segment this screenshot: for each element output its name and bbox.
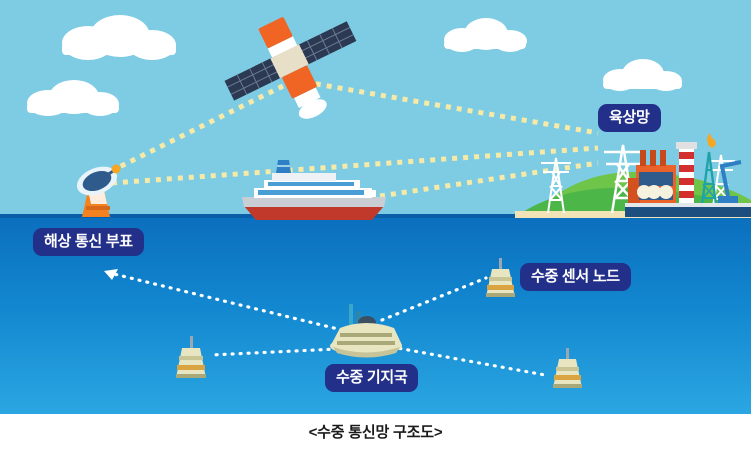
label-underwater-base-station: 수중 기지국 <box>325 364 419 392</box>
satellite-body-bottom-white <box>294 87 321 108</box>
water-link-bs-to-sensor-right-top <box>380 276 488 322</box>
satellite-body-center <box>270 44 309 79</box>
satellite-body-mid-white <box>267 36 298 58</box>
water-link-bs-to-buoy <box>108 271 344 332</box>
waterline <box>0 214 751 218</box>
ship-deck-windows <box>258 190 368 195</box>
water-link-group <box>108 271 547 377</box>
air-link-satellite-to-land <box>304 79 599 136</box>
maritime-communication-buoy-icon <box>76 164 121 217</box>
smokestack-icon <box>676 142 697 212</box>
bs-antenna-1 <box>349 304 353 328</box>
underwater-sensor-node-icon-1 <box>176 336 206 378</box>
ship-hull-upper <box>242 197 386 207</box>
ship-hull <box>244 206 384 220</box>
coastal-industrial-area <box>515 133 751 218</box>
figure-caption: <수중 통신망 구조도> <box>308 424 443 441</box>
satellite-antenna-dish <box>298 99 327 119</box>
label-underwater-sensor-node: 수중 센서 노드 <box>520 263 631 291</box>
ship-superstructure <box>272 173 336 181</box>
satellite-panel-left <box>224 55 287 101</box>
bs-antenna-2 <box>356 311 361 328</box>
cloud-icon-2 <box>27 80 119 116</box>
label-maritime-communication-buoy: 해상 통신 부표 <box>33 228 144 256</box>
underwater-base-station-icon <box>330 304 402 358</box>
satellite-panel-right <box>294 21 357 67</box>
underwater-sensor-node-icon-2 <box>486 258 515 297</box>
diagram-artwork <box>27 15 751 388</box>
water-link-arrowhead <box>104 269 118 280</box>
drilling-tower-icon <box>699 133 719 213</box>
air-link-buoy-to-land <box>111 145 599 186</box>
water-link-bs-to-sensor-left <box>209 347 339 357</box>
air-link-satellite-to-buoy <box>99 83 285 179</box>
water-link-bs-to-sensor-right-bottom <box>390 345 547 377</box>
satellite-body-top <box>258 17 293 48</box>
air-link-group <box>99 79 599 199</box>
dock-top <box>625 203 751 207</box>
bs-skirt <box>333 347 400 358</box>
cruise-ship-icon <box>242 160 386 220</box>
cloud-icon-4 <box>603 59 682 91</box>
ship-bow-detail <box>364 190 376 197</box>
communication-satellite-icon <box>224 17 357 119</box>
underwater-network-diagram: 육상망 해상 통신 부표 수중 센서 노드 수중 기지국 <box>0 0 751 414</box>
dish-feed-icon <box>111 164 121 174</box>
underwater-sensor-node-icon-3 <box>553 348 582 388</box>
flare-icon <box>707 133 716 148</box>
pylon-icon-1 <box>541 157 571 214</box>
satellite-body-lower <box>282 65 317 99</box>
dock <box>625 206 751 217</box>
air-link-ship-to-land <box>379 160 599 199</box>
cloud-icon-3 <box>444 18 527 52</box>
label-land-network: 육상망 <box>598 104 661 132</box>
cloud-icon-1 <box>62 15 176 60</box>
